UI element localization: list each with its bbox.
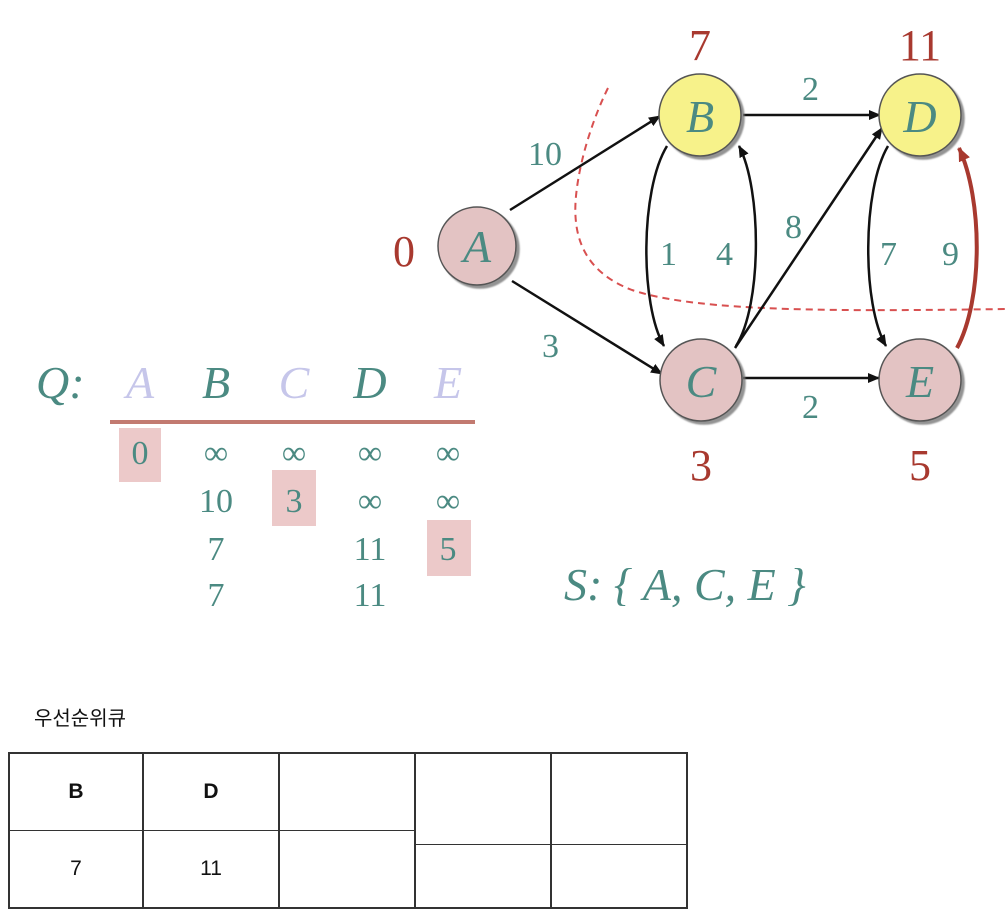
dijkstra-diagram: 10 3 2 1 4 8 2 7 9 A B C D E 0 7 3 11 5 … (36, 21, 1008, 614)
weight-c-d: 8 (785, 209, 802, 246)
q-cell: ∞ (204, 435, 228, 472)
q-cell: 5 (440, 531, 457, 568)
q-cell: 11 (354, 577, 387, 614)
pq-header-cell: B (68, 780, 84, 803)
row-divider (414, 844, 688, 845)
weight-e-d: 9 (942, 236, 959, 273)
table-border-bottom (8, 907, 688, 909)
q-cell: 11 (354, 531, 387, 568)
node-a-label: A (460, 221, 492, 272)
q-cell: ∞ (282, 435, 306, 472)
node-e: E (878, 338, 962, 422)
q-highlight-c (272, 470, 316, 526)
pq-value-cell (280, 831, 414, 907)
node-e-label: E (905, 356, 934, 407)
pq-header-cell: D (203, 780, 219, 803)
edge-e-d-highlighted (955, 147, 979, 349)
pq-value-cell (552, 845, 686, 907)
weight-c-b: 4 (716, 236, 733, 273)
edge-d-e (867, 145, 890, 347)
node-b: B (658, 73, 742, 157)
priority-queue-table: B D 7 11 (8, 752, 688, 910)
distance-a: 0 (393, 227, 415, 276)
weight-a-b: 10 (528, 136, 562, 173)
q-cell: 7 (208, 531, 225, 568)
q-highlight-e (427, 520, 471, 576)
cut-boundary (574, 87, 1008, 312)
column-divider (550, 752, 552, 909)
q-cell: 3 (286, 483, 303, 520)
q-highlight-a (119, 428, 161, 482)
edge-a-b (509, 114, 661, 212)
weight-a-c: 3 (542, 328, 559, 365)
q-cell: 7 (208, 577, 225, 614)
q-cell: 10 (199, 483, 233, 520)
q-cell: ∞ (358, 435, 382, 472)
node-d-label: D (902, 91, 936, 142)
node-a: A (437, 206, 517, 286)
edge-a-c (511, 279, 663, 376)
distance-b: 7 (689, 21, 711, 70)
q-table: Q: A B C D E 0 ∞ ∞ ∞ ∞ 10 3 ∞ ∞ 7 11 5 7… (36, 357, 475, 614)
weight-d-e: 7 (880, 236, 897, 273)
q-label: Q: (36, 357, 85, 408)
q-header-d: D (352, 357, 386, 408)
node-c-label: C (686, 356, 718, 407)
q-header-a: A (123, 357, 155, 408)
q-header-b: B (202, 357, 230, 408)
weight-c-e: 2 (802, 389, 819, 426)
s-set: S: { A, C, E } (564, 559, 806, 610)
row-divider (8, 830, 416, 831)
table-border-right (686, 752, 688, 909)
edge-b-c (645, 145, 669, 347)
pq-header-cell (552, 754, 686, 844)
pq-value-cell: 7 (70, 857, 82, 880)
q-cell: ∞ (436, 483, 460, 520)
q-cell: 0 (132, 435, 149, 472)
weight-b-d: 2 (802, 71, 819, 108)
q-cell: ∞ (358, 483, 382, 520)
pq-value-cell: 11 (200, 857, 222, 880)
edge-c-d (733, 127, 884, 349)
edge-c-b (734, 145, 758, 347)
q-header-e: E (433, 357, 462, 408)
distance-d: 11 (899, 21, 941, 70)
node-c: C (659, 338, 743, 422)
pq-value-cell (416, 845, 550, 907)
priority-queue-title: 우선순위큐 (34, 706, 126, 730)
q-cell: ∞ (436, 435, 460, 472)
q-header-c: C (279, 357, 311, 408)
table-border-top (8, 752, 688, 754)
pq-header-cell (280, 754, 414, 830)
node-b-label: B (686, 91, 714, 142)
distance-e: 5 (909, 441, 931, 490)
node-d: D (878, 73, 962, 157)
distance-c: 3 (690, 441, 712, 490)
weight-b-c: 1 (660, 236, 677, 273)
pq-header-cell (416, 754, 550, 844)
